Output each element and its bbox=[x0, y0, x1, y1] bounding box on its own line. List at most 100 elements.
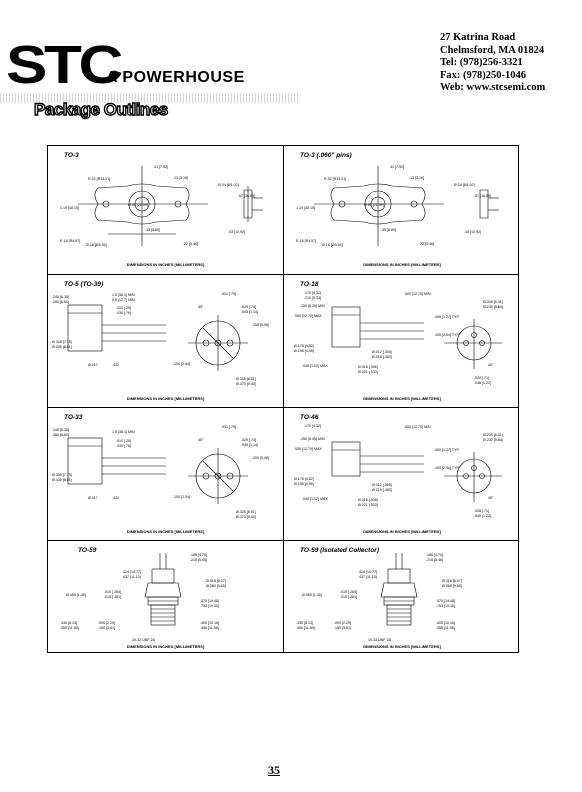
dim-label: .67 [16.89] bbox=[474, 194, 491, 198]
dim-label: .200 [5.08] bbox=[252, 456, 269, 460]
dim-label: .200 [5.08] bbox=[252, 323, 269, 327]
dim-label: Ø.019 [.483] bbox=[372, 355, 392, 359]
dim-label: .432 bbox=[112, 496, 119, 500]
dim-label: Ø.370 [9.40] bbox=[236, 382, 256, 386]
package-title: TO-5 (TO-39) bbox=[64, 281, 104, 288]
dim-label: .028 [.71] bbox=[474, 376, 489, 380]
dim-label: 1.5 [38.1] MIN bbox=[112, 293, 135, 297]
dim-label: .030 [.76] bbox=[116, 444, 131, 448]
dim-label: .090 [2.29] bbox=[98, 621, 115, 625]
package-title: TO-33 bbox=[64, 414, 83, 421]
dim-label: .424 [10.77] bbox=[122, 570, 141, 574]
package-title: TO-59 bbox=[78, 547, 97, 554]
dim-label: .240 [6.35] bbox=[52, 428, 69, 432]
dim-label: .029 [.74] bbox=[241, 305, 256, 309]
dim-label: .185 [4.70] bbox=[426, 553, 443, 557]
dim-label: Ø.04 [Ø1.02] bbox=[218, 183, 239, 187]
dim-label: Ø.195 [4.95] bbox=[294, 349, 314, 353]
dim-label: .045 [1.14] bbox=[241, 443, 258, 447]
dim-label: .040 [1.02] MAX bbox=[302, 364, 328, 368]
dim-label: 10-32 UNF 2A bbox=[132, 638, 155, 642]
dim-label: Ø.012 [.305] bbox=[372, 350, 392, 354]
address-line-city: Chelmsford, MA 01824 bbox=[440, 44, 545, 56]
dim-label: .500 [12.70] MIN bbox=[404, 292, 431, 296]
dimension-note: DIMENSIONS IN INCHES [MILLIMETERS] bbox=[126, 396, 205, 401]
dim-label: 10-32 UNF 2A bbox=[368, 638, 391, 642]
dim-label: 1.5 [38.1] MIN bbox=[112, 430, 135, 434]
dim-label: .43 [10.92] bbox=[228, 230, 245, 234]
dim-label: .13 [3.18] bbox=[409, 176, 424, 180]
dim-label: R.52 [R13.21] bbox=[88, 177, 111, 181]
package-title: TO-3 bbox=[64, 152, 79, 159]
dim-label: .050 [1.27] TYP bbox=[434, 448, 459, 452]
address-line-web: Web: www.stcsemi.com bbox=[440, 82, 546, 93]
dim-label: .150 [3.81] bbox=[334, 626, 351, 630]
to3-060-drawing bbox=[314, 166, 499, 246]
dim-label: .240 [6.35] bbox=[52, 295, 69, 299]
dim-label: Ø.16 [Ø3.94] bbox=[86, 243, 107, 247]
to59-isolated-drawing bbox=[380, 553, 418, 626]
dim-label: .400 [10.16] bbox=[436, 621, 455, 625]
dimension-note: DIMENSIONS IN INCHES [MILLIMETERS] bbox=[363, 396, 441, 401]
dim-label: .330 [8.13] bbox=[296, 621, 313, 625]
dim-label: .100 [2.54] bbox=[173, 362, 190, 366]
dim-label: Ø.318 [8.07] bbox=[206, 579, 226, 583]
dim-label: Ø.65 [21.59] bbox=[128, 203, 148, 207]
dim-label: 0.5 [12.7] MIN bbox=[112, 298, 135, 302]
address-line-tel: Tel: (978)256-3321 bbox=[440, 57, 523, 68]
dim-label: .753 [19.30] bbox=[436, 604, 455, 608]
grid-divider-row1 bbox=[48, 274, 518, 275]
dim-label: .100 [2.54] TYP bbox=[434, 466, 459, 470]
dim-label: Ø.380 [9.65] bbox=[206, 584, 226, 588]
dim-label: .400 [10.16] bbox=[200, 621, 219, 625]
dim-label: .170 [4.32] bbox=[304, 424, 321, 428]
dim-label: .450 [11.80] bbox=[296, 626, 315, 630]
grid-divider-vertical bbox=[283, 146, 284, 652]
dim-label: 45° bbox=[198, 305, 204, 309]
dim-label: .570 [14.48] bbox=[200, 599, 219, 603]
dim-label: .100 [2.54] bbox=[173, 495, 190, 499]
dim-label: .031 [.79] bbox=[221, 292, 236, 296]
dim-label: .150 [3.81] bbox=[98, 626, 115, 630]
package-to18: TO-18 .170 [4.32] .210 [5.33] .250 [6.35… bbox=[284, 275, 520, 407]
dim-label: .010 [.25] bbox=[116, 306, 131, 310]
dim-label: .67 [16.89] bbox=[238, 194, 255, 198]
dim-label: .753 [19.30] bbox=[200, 604, 219, 608]
dimension-note: DIMENSIONS IN INCHES [MILLIMETERS] bbox=[363, 644, 441, 649]
dim-label: .43 [10.92] bbox=[464, 230, 481, 234]
package-to3: TO-3 .31 [7.92] .13 [3.18] R.52 [R13.21]… bbox=[48, 146, 283, 274]
dim-label: .13 [3.18] bbox=[173, 176, 188, 180]
dim-label: .015 [.381] bbox=[104, 595, 121, 599]
dim-label: Ø.335 [8.51] bbox=[236, 510, 256, 514]
package-to46: TO-46 .170 [4.32] .250 [6.35] MIN .500 [… bbox=[284, 408, 520, 540]
dim-label: Ø.16 [Ø3.94] bbox=[322, 243, 343, 247]
dimension-note: DIMENSIONS IN INCHES [MILLIMETERS] bbox=[363, 262, 441, 267]
to33-drawing bbox=[67, 437, 248, 504]
grid-divider-row3 bbox=[48, 540, 518, 541]
grid-divider-row2 bbox=[48, 407, 518, 408]
dim-label: Ø.017 bbox=[88, 363, 98, 367]
dim-label: .250 [6.35] MIN bbox=[300, 437, 325, 441]
dim-label: Ø.335 [8.51] bbox=[52, 345, 72, 349]
dim-label: Ø.65 [21.59] bbox=[364, 203, 384, 207]
dim-label: .450 [11.80] bbox=[60, 626, 79, 630]
dim-label: .437 [11.10] bbox=[358, 575, 377, 579]
dim-label: .040 [1.02] MAX bbox=[302, 497, 328, 501]
dim-label: Ø.335 [8.51] bbox=[236, 377, 256, 381]
dim-label: Ø.016 [.406] bbox=[358, 498, 378, 502]
dim-label: Ø.305 [7.75] bbox=[52, 473, 72, 477]
dim-label: .31 [7.92] bbox=[389, 165, 404, 169]
dimension-note: DIMENSIONS IN INCHES [MILLIMETERS] bbox=[126, 644, 205, 649]
dim-label: .35 [8.89] bbox=[381, 228, 396, 232]
dim-label: .028 [.71] bbox=[474, 509, 489, 513]
package-to33: TO-33 .240 [6.35] .260 [6.60] 1.5 [38.1]… bbox=[48, 408, 283, 540]
package-title: TO-46 bbox=[300, 414, 319, 421]
dim-label: .22 [5.46] bbox=[183, 242, 198, 246]
dim-label: .090 [2.29] bbox=[334, 621, 351, 625]
dim-label: .260 [6.60] bbox=[52, 300, 69, 304]
dim-label: Ø.017 bbox=[88, 496, 98, 500]
dim-label: .210 [5.33] bbox=[304, 296, 321, 300]
dim-label: .048 [1.22] bbox=[474, 381, 491, 385]
dim-label: 45° bbox=[488, 496, 494, 500]
dim-label: Ø.055 [1.40] bbox=[66, 593, 86, 597]
